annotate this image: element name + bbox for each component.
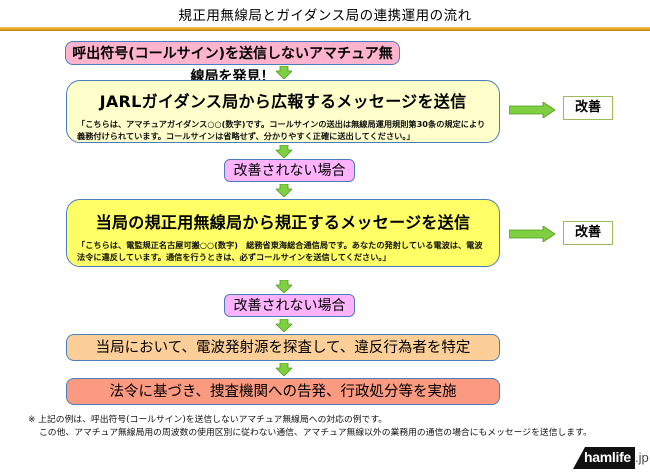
down-arrow-icon (276, 280, 292, 293)
down-arrow-icon (276, 66, 292, 79)
branch-not-improved-2: 改善されない場合 (224, 294, 355, 317)
footnote: ※ 上記の例は、呼出符号(コールサイン)を送信しないアマチュア無線局への対応の例… (28, 414, 592, 440)
step-identify-box: 当局において、電波発射源を探査して、違反行為者を特定 (66, 334, 500, 361)
branch-not-improved-label: 改善されない場合 (233, 163, 346, 179)
step-enforcement-box: 法令に基づき、捜査機関への告発、行政処分等を実施 (66, 378, 500, 405)
footnote-line-2: この他、アマチュア無線局用の周波数の使用区別に従わない通信、アマチュア無線以外の… (39, 428, 592, 438)
step-discover-box: 呼出符号(コールサイン)を送信しないアマチュア無線局を発見！ (65, 41, 400, 85)
step-regulation-heading: 当局の規正用無線局から規正するメッセージを送信 (95, 213, 471, 232)
outcome-improved-1: 改善 (563, 96, 613, 120)
note-mark: ※ (28, 415, 36, 425)
footnote-line-1: ※ 上記の例は、呼出符号(コールサイン)を送信しないアマチュア無線局への対応の例… (28, 415, 388, 425)
logo-background (573, 447, 635, 469)
page-title: 規正用無線局とガイダンス局の連携運用の流れ (178, 8, 472, 24)
logo-brand: hamlife (584, 449, 631, 465)
logo-tld: .jp (635, 450, 649, 465)
right-arrow-icon (509, 102, 555, 118)
step-regulation-box: 当局の規正用無線局から規正するメッセージを送信 「こちらは、電監規正名古屋可搬○… (66, 199, 500, 267)
hamlife-logo: hamlife .jp (573, 447, 650, 469)
step-enforcement-label: 法令に基づき、捜査機関への告発、行政処分等を実施 (109, 384, 457, 400)
step-guidance-box: JARLガイダンス局から広報するメッセージを送信 「こちらは、アマチュアガイダン… (66, 80, 500, 143)
down-arrow-icon (276, 319, 292, 332)
step-identify-label: 当局において、電波発射源を探査して、違反行為者を特定 (95, 340, 471, 356)
right-arrow-icon (509, 226, 555, 242)
step-regulation-message: 「こちらは、電監規正名古屋可搬○○(数字) 総務省東海総合通信局です。あなたの発… (77, 240, 483, 262)
down-arrow-icon (276, 363, 292, 376)
outcome-improved-2: 改善 (563, 221, 613, 245)
branch-not-improved-label: 改善されない場合 (233, 298, 346, 314)
step-guidance-message: 「こちらは、アマチュアガイダンス○○(数字)です。コールサインの送出は無線局運用… (77, 119, 486, 141)
down-arrow-icon (276, 184, 292, 197)
step-guidance-heading: JARLガイダンス局から広報するメッセージを送信 (99, 92, 467, 111)
title-divider (0, 27, 650, 31)
branch-not-improved-1: 改善されない場合 (224, 159, 355, 182)
down-arrow-icon (276, 145, 292, 158)
